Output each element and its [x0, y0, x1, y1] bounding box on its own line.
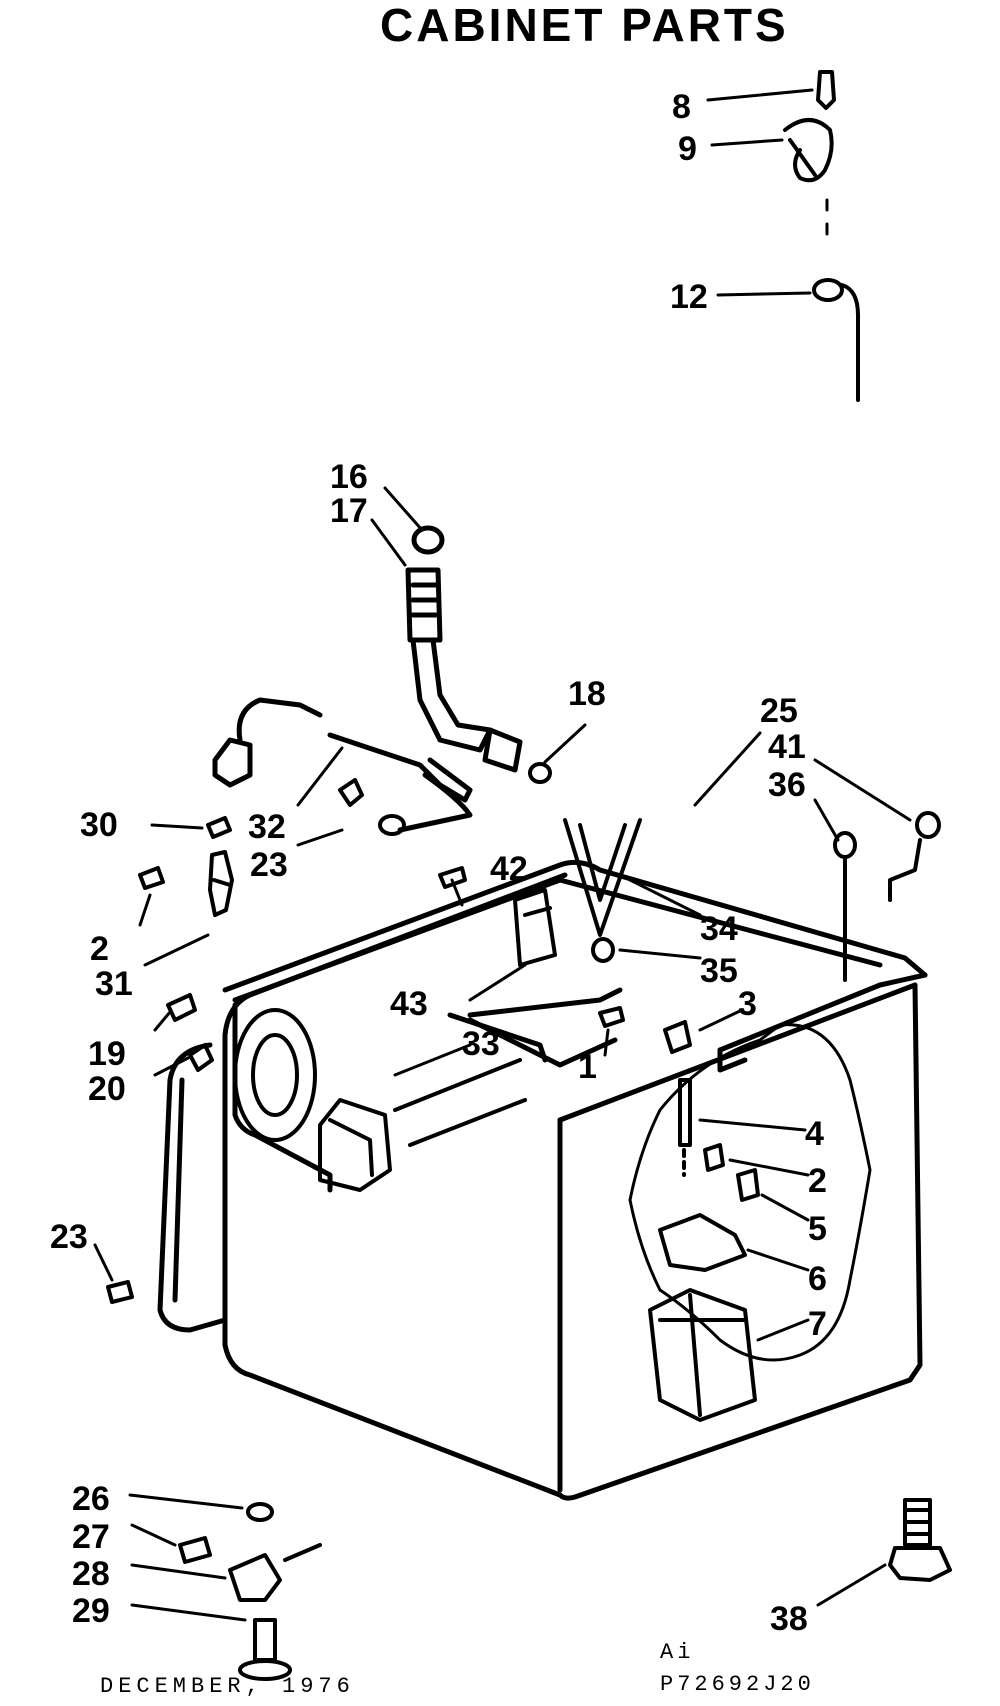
part-35-grommet: [591, 937, 615, 963]
callout-33: 33: [462, 1025, 500, 1063]
callout-38: 38: [770, 1600, 808, 1638]
part-41-clip: [888, 811, 941, 902]
callout-25: 25: [760, 692, 798, 730]
callout-20: 20: [88, 1070, 126, 1108]
rear-bracket: [157, 1042, 228, 1333]
callout-2-left: 2: [90, 930, 109, 968]
date-footer: DECEMBER, 1976: [100, 1674, 355, 1699]
code-footer-line1: Ai: [660, 1640, 695, 1665]
callout-16: 16: [330, 458, 368, 496]
part-43-switch: [513, 888, 557, 967]
part-5-screw: [736, 1168, 760, 1202]
part-8-screw: [816, 70, 836, 110]
part-2-screw-left: [138, 866, 165, 890]
part-23-screw-bottom: [106, 1280, 134, 1304]
callout-32: 32: [248, 808, 286, 846]
callout-8: 8: [672, 88, 691, 126]
callout-42: 42: [490, 850, 528, 888]
callout-9: 9: [678, 130, 697, 168]
part-9-clip: [783, 118, 834, 183]
part-1-screw: [598, 1006, 625, 1028]
callout-3: 3: [738, 985, 757, 1023]
callout-labels: 8 9 12 16 17 18 25 41 36 30 32 23 42 34 …: [50, 88, 827, 1638]
callout-27: 27: [72, 1518, 110, 1556]
part-2-screw-right: [703, 1143, 725, 1172]
part-4-shaft: [678, 1078, 692, 1177]
part-30-plate: [206, 816, 232, 839]
part-19-screw: [166, 993, 197, 1022]
code-footer-line2: P72692J20: [660, 1672, 815, 1697]
part-20-clip: [188, 1043, 214, 1072]
callout-19: 19: [88, 1035, 126, 1073]
callout-30: 30: [80, 806, 118, 844]
part-7-motor: [648, 1288, 757, 1422]
left-cutout: [233, 1008, 527, 1192]
wire-harness: [212, 697, 473, 833]
cabinet-body: [222, 859, 928, 1501]
part-42-pin: [438, 866, 467, 889]
part-31-bracket: [208, 850, 234, 917]
part-36-rod: [833, 831, 857, 982]
leveling-foot-assembly: [178, 1502, 322, 1681]
callout-34: 34: [700, 910, 738, 948]
callout-5: 5: [808, 1210, 827, 1248]
callout-35: 35: [700, 952, 738, 990]
callout-23: 23: [250, 846, 288, 884]
callout-31: 31: [95, 965, 133, 1003]
callout-1: 1: [578, 1048, 597, 1086]
callout-18: 18: [568, 675, 606, 713]
callout-6: 6: [808, 1260, 827, 1298]
part-23-screw-top: [338, 778, 406, 836]
callout-26: 26: [72, 1480, 110, 1518]
callout-23-lower: 23: [50, 1218, 88, 1256]
callout-12: 12: [670, 278, 708, 316]
leader-lines: [93, 88, 912, 1622]
part-12-nut: [812, 278, 860, 402]
callout-17: 17: [330, 492, 368, 530]
hose-assembly: [405, 525, 523, 773]
callout-43: 43: [390, 985, 428, 1023]
callout-7: 7: [808, 1305, 827, 1343]
part-38-leg: [888, 1498, 952, 1582]
callout-28: 28: [72, 1555, 110, 1593]
callout-4: 4: [805, 1115, 824, 1153]
part-3-bushing: [663, 1020, 692, 1054]
callout-36: 36: [768, 766, 806, 804]
callout-29: 29: [72, 1592, 110, 1630]
cutaway-outline: [628, 1023, 872, 1362]
part-6-bracket: [658, 1213, 747, 1272]
callout-41: 41: [768, 728, 806, 766]
page-title: CABINET PARTS: [380, 0, 789, 51]
callout-2-right: 2: [808, 1162, 827, 1200]
part-34-harness-clip: [563, 818, 642, 937]
part-18-washer: [528, 762, 552, 784]
